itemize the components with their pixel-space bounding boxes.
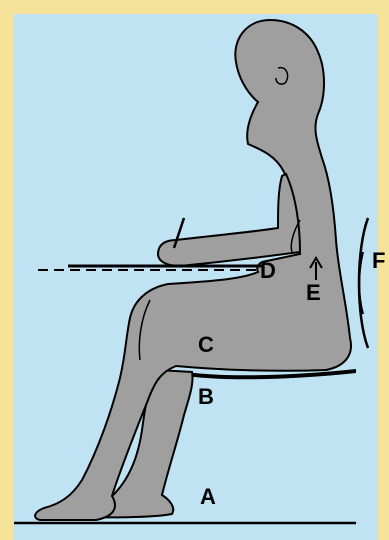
- label-d: D: [260, 258, 276, 283]
- label-b: B: [198, 384, 214, 409]
- label-a: A: [200, 484, 216, 509]
- label-f: F: [372, 248, 385, 273]
- label-c: C: [198, 332, 214, 357]
- label-e: E: [306, 280, 321, 305]
